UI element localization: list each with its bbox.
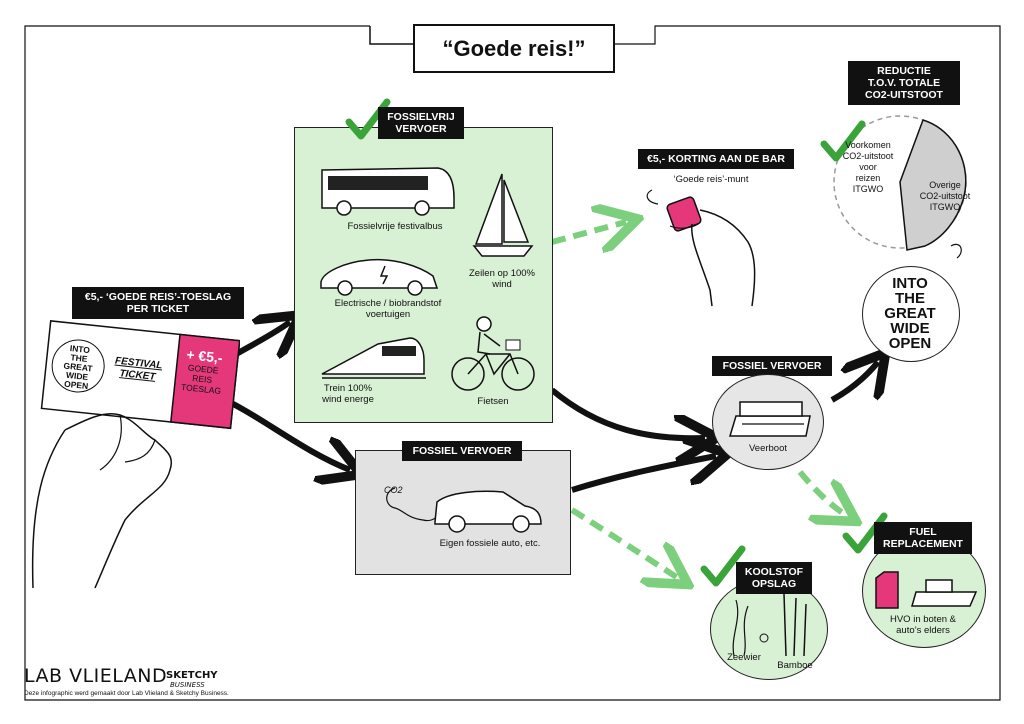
bar-discount-label: €5,- KORTING AAN DE BAR xyxy=(638,149,794,169)
bicycle-icon xyxy=(451,316,535,391)
ferry-caption: Veerboot xyxy=(748,443,788,454)
carbon-check-icon xyxy=(700,545,746,587)
festival-logo-circle xyxy=(862,266,960,362)
train-caption: Trein 100%wind energe xyxy=(322,383,374,405)
ticket-surcharge-label: €5,- ‘GOEDE REIS’-TOESLAG PER TICKET xyxy=(72,287,244,319)
arrow-car-to-ferry xyxy=(571,456,716,493)
sailboat-icon xyxy=(472,173,534,257)
sailing-caption: Zeilen op 100%wind xyxy=(468,268,536,290)
bus-caption: Fossielvrije festivalbus xyxy=(347,221,443,232)
bamboo-caption: Bamboe xyxy=(777,660,813,671)
seaweed-caption: Zeewier xyxy=(727,652,761,663)
train-icon xyxy=(321,337,426,379)
footer-credit: Deze infographic werd gemaakt door Lab V… xyxy=(24,690,229,697)
co2-text: CO2 xyxy=(384,485,403,495)
electric-car-icon xyxy=(320,258,439,296)
ticket-illustration xyxy=(31,320,240,589)
fossil-car-label: FOSSIEL VERVOER xyxy=(402,441,522,461)
dashed-arrow-to-carbon xyxy=(570,507,678,578)
reduction-check-icon xyxy=(820,120,866,162)
lab-vlieland-logo: LAB VLIELAND xyxy=(24,665,168,687)
bus-icon xyxy=(321,167,455,216)
sketchy-logo: SKETCHY xyxy=(166,670,218,681)
dashed-arrow-to-bar xyxy=(551,222,626,242)
ferry-icon xyxy=(728,401,811,437)
coin-hand-icon xyxy=(646,189,756,307)
business-logo: BUSINESS xyxy=(170,681,205,689)
fossil-car-icon xyxy=(386,487,542,533)
plants-icon xyxy=(732,593,807,657)
arrow-ferry-to-reduction xyxy=(830,362,878,403)
ferry-label: FOSSIEL VERVOER xyxy=(712,356,832,376)
reduction-pie xyxy=(833,115,967,259)
fuel-caption: HVO in boten &auto’s elders xyxy=(889,614,956,636)
dashed-arrow-to-fuel xyxy=(797,470,846,515)
arrow-fossilfree-to-ferry xyxy=(550,387,705,438)
coin-caption: ‘Goede reis’-munt xyxy=(673,174,749,185)
bike-caption: Fietsen xyxy=(477,396,509,407)
fuel-can-boat-icon xyxy=(875,571,978,609)
page-title: “Goede reis!” xyxy=(413,24,615,73)
fossil-car-caption: Eigen fossiele auto, etc. xyxy=(439,538,541,549)
